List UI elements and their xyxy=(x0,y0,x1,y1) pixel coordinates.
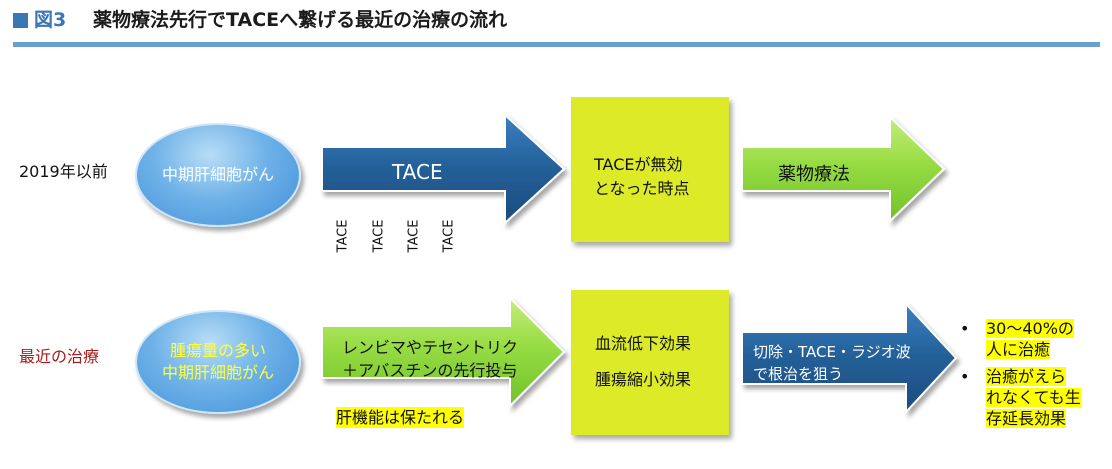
vertical-tace-label: TACE xyxy=(335,219,351,253)
row-label-before-2019: 2019年以前 xyxy=(19,162,108,181)
arrow-tace xyxy=(321,112,566,226)
vertical-tace-label: TACE xyxy=(371,219,387,253)
figure-label: 図3 xyxy=(34,9,67,31)
box-text-line: 腫瘍縮小効果 xyxy=(595,370,692,389)
bullet-dot: • xyxy=(960,319,970,338)
arrow-curative-line: で根治を狙う xyxy=(753,365,844,383)
arrow-preceding-drug xyxy=(321,295,566,409)
vertical-tace-label: TACE xyxy=(441,219,457,253)
box-effects: 血流低下効果 腫瘍縮小効果 xyxy=(571,290,729,435)
ellipse-text: 腫瘍量の多い 中期肝細胞がん xyxy=(161,341,274,382)
arrow-drug-therapy xyxy=(741,114,946,224)
bullet-text-cure-rate: 30〜40%の 人に治癒 xyxy=(986,319,1074,359)
arrow-curative-line: 切除・TACE・ラジオ波 xyxy=(753,343,911,361)
arrow-curative xyxy=(741,301,958,415)
vertical-tace-label: TACE xyxy=(406,219,422,253)
arrow-drug-therapy-label: 薬物療法 xyxy=(778,164,850,185)
bullet-dot: • xyxy=(960,367,970,386)
box-text-line: となった時点 xyxy=(594,179,690,198)
box-text-line: 血流低下効果 xyxy=(595,334,692,353)
liver-function-note: 肝機能は保たれる xyxy=(336,407,465,428)
ellipse-large-tumor-hcc: 腫瘍量の多い 中期肝細胞がん xyxy=(135,310,301,414)
arrow-preceding-drug-line: ＋アバスチンの先行投与 xyxy=(342,361,518,380)
arrow-preceding-drug-line: レンビマやテセントリク xyxy=(342,338,519,357)
box-tace-failure: TACEが無効 となった時点 xyxy=(571,97,729,242)
figure-title: 薬物療法先行でTACEへ繋げる最近の治療の流れ xyxy=(93,9,508,31)
arrow-tace-label: TACE xyxy=(392,160,443,184)
ellipse-text: 中期肝細胞がん xyxy=(161,165,274,184)
row-label-recent: 最近の治療 xyxy=(19,347,100,366)
header-divider xyxy=(13,42,1100,47)
bullet-text-survival: 治癒がえら れなくても生 存延長効果 xyxy=(986,367,1081,428)
header-square-icon xyxy=(13,13,28,28)
ellipse-intermediate-hcc: 中期肝細胞がん xyxy=(135,123,301,227)
box-text-line: TACEが無効 xyxy=(594,155,683,174)
